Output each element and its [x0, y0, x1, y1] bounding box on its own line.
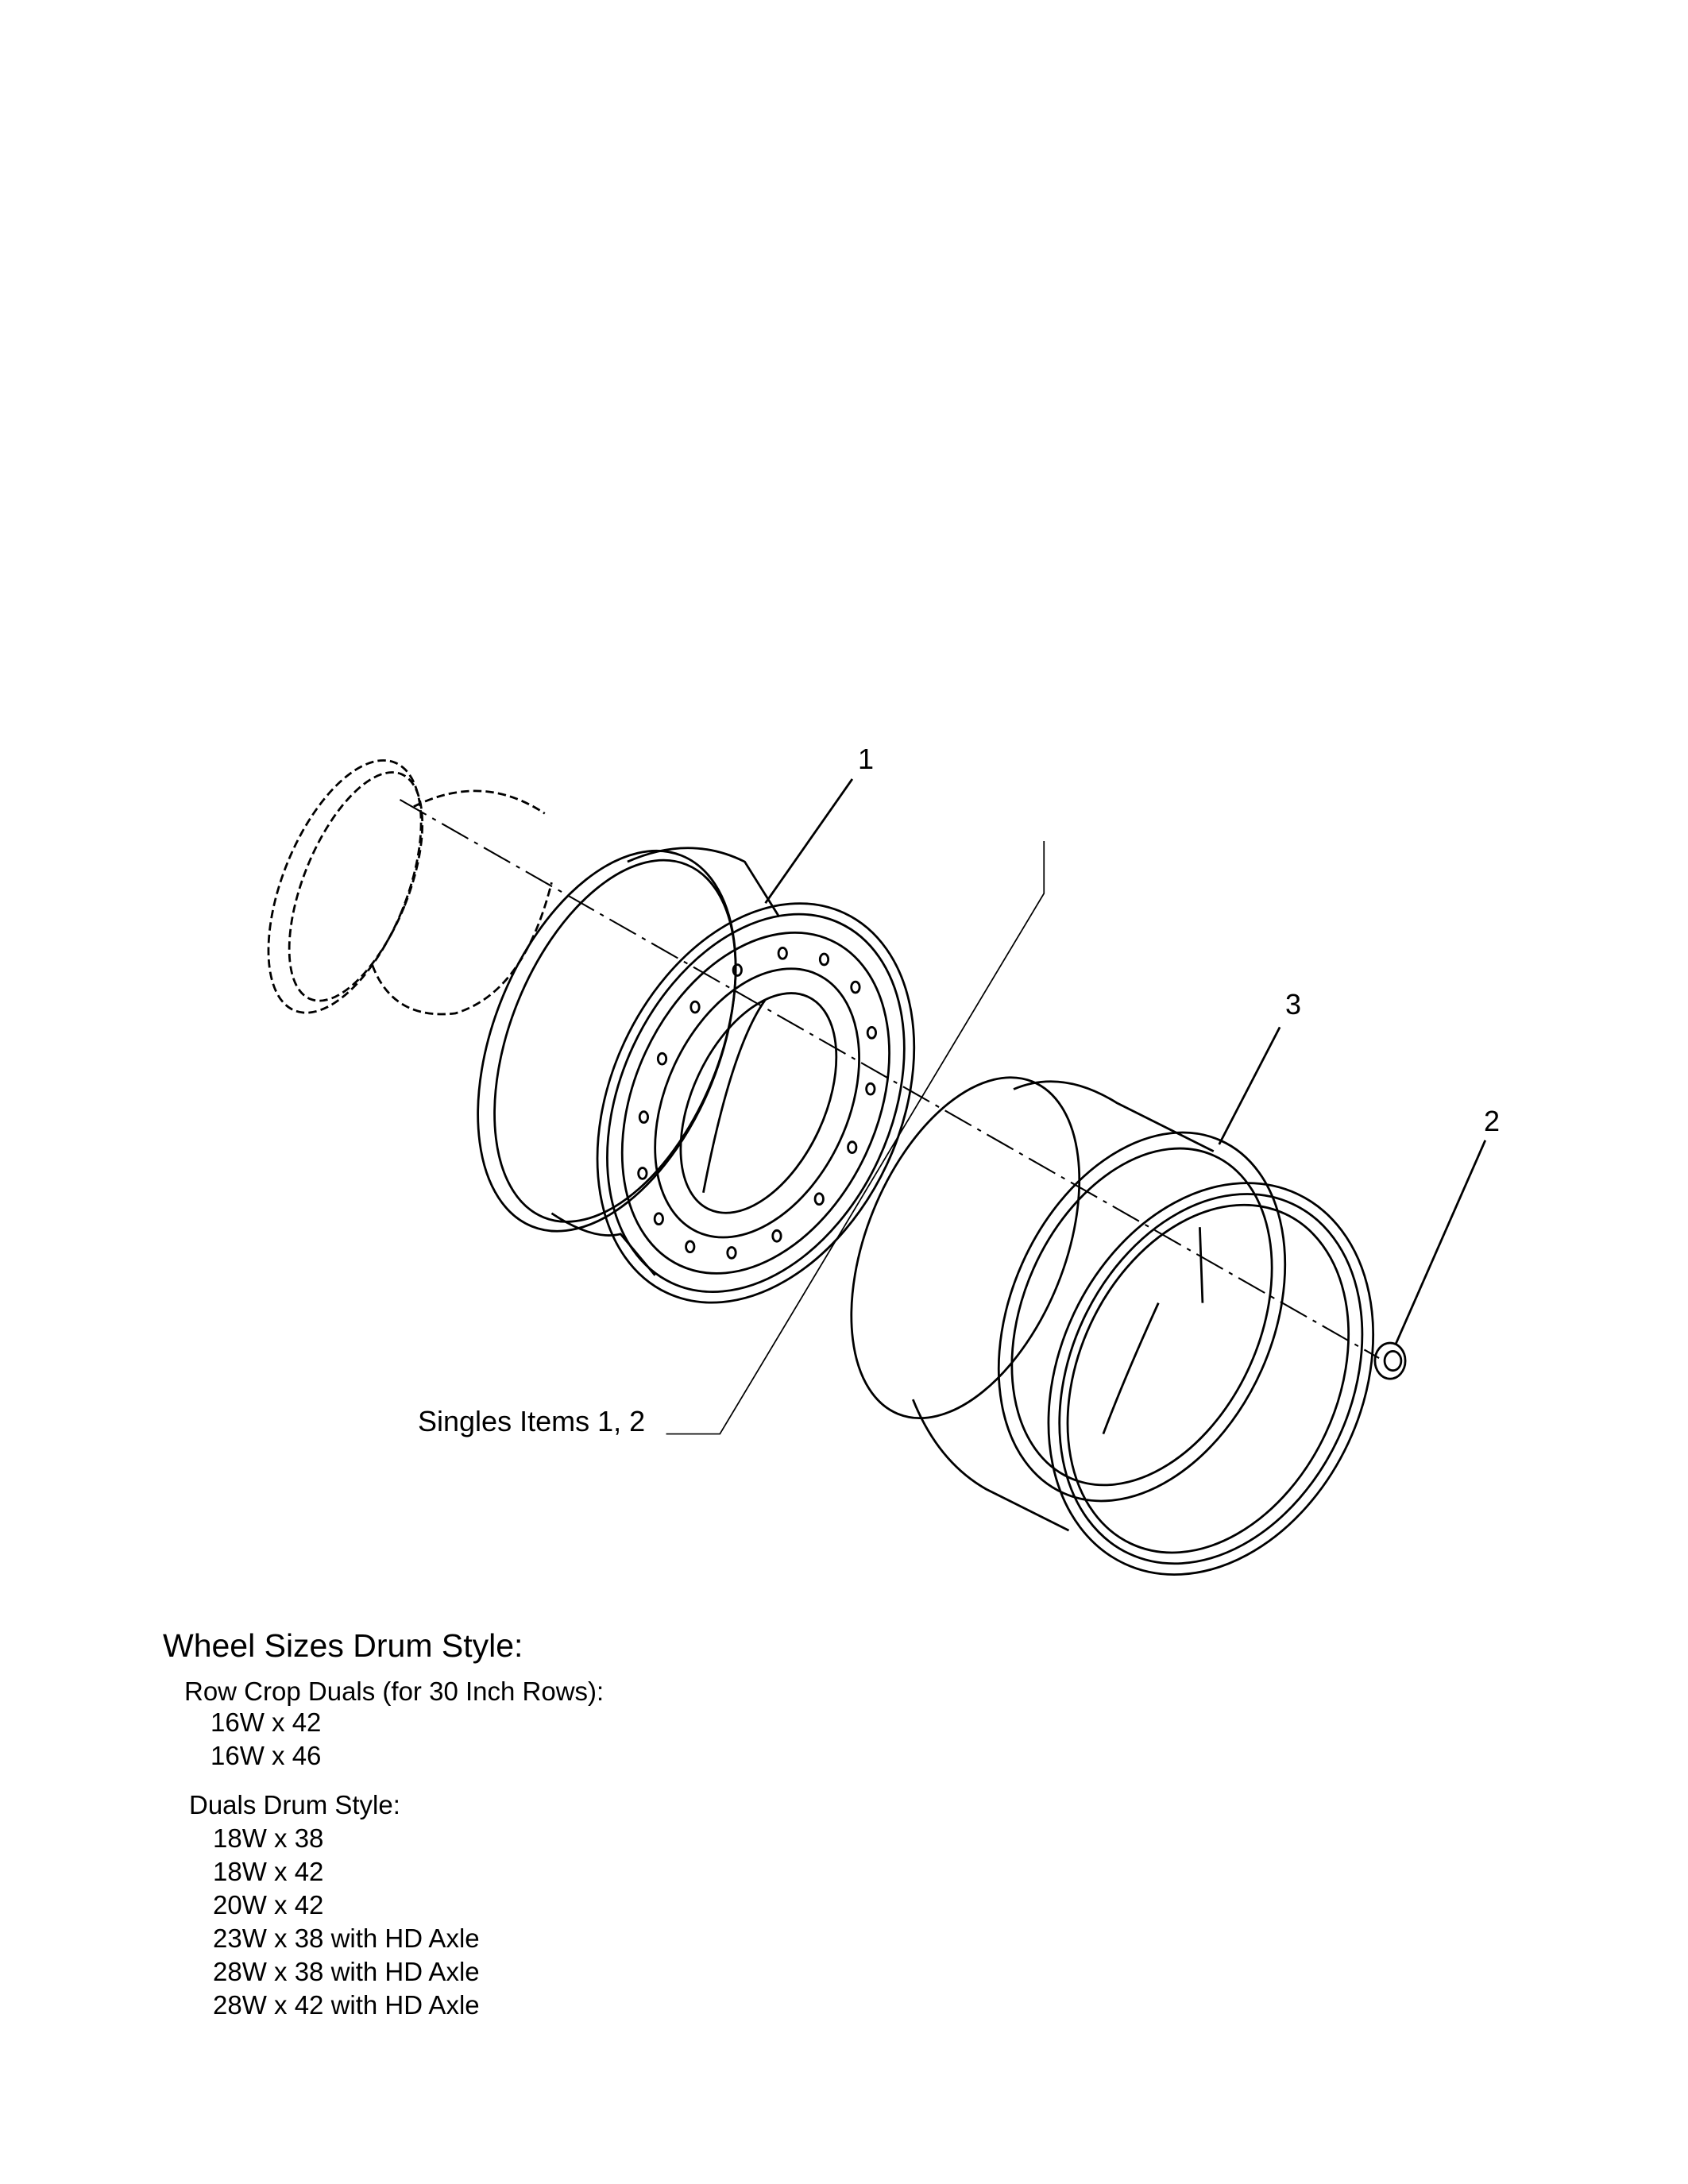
bolt-hole [637, 1167, 648, 1180]
duals-heading: Duals Drum Style: [189, 1790, 400, 1819]
bolt-hole [818, 952, 830, 967]
bolt-holes [637, 947, 877, 1260]
bolt-hole [847, 1140, 858, 1154]
callout-2: 2 [1484, 1105, 1501, 1137]
list-item: 16W x 46 [211, 1741, 322, 1770]
notes-title: Wheel Sizes Drum Style: [163, 1627, 523, 1664]
bolt-hole [777, 947, 788, 960]
bolt-hole [813, 1192, 825, 1206]
list-item: 28W x 42 with HD Axle [213, 1990, 480, 2020]
lug-nut [1373, 1341, 1407, 1380]
leader-2 [1394, 1140, 1487, 1345]
list-item: 20W x 42 [213, 1890, 324, 1920]
wheel-1-rim [477, 847, 916, 1304]
bolt-hole [865, 1082, 876, 1096]
bolt-hole [732, 963, 743, 977]
bolt-hole [866, 1026, 877, 1040]
list-item: 18W x 42 [213, 1857, 324, 1886]
bolt-hole [850, 980, 861, 994]
leader-1 [764, 778, 854, 904]
bolt-hole [726, 1246, 737, 1260]
bolt-hole [689, 1000, 701, 1014]
bolt-hole [685, 1240, 696, 1254]
bolt-hole [771, 1229, 782, 1243]
list-item: 18W x 38 [213, 1823, 324, 1853]
singles-label: Singles Items 1, 2 [418, 1405, 646, 1437]
row-crop-heading: Row Crop Duals (for 30 Inch Rows): [184, 1677, 605, 1706]
center-axis [399, 799, 1380, 1359]
bolt-hole [656, 1051, 668, 1066]
list-item: 16W x 42 [211, 1707, 322, 1737]
list-item: 28W x 38 with HD Axle [213, 1957, 480, 1986]
list-item: 23W x 38 with HD Axle [213, 1924, 480, 1953]
bolt-hole [638, 1110, 650, 1124]
callout-3: 3 [1285, 988, 1302, 1021]
bolt-hole [653, 1212, 664, 1226]
leader-singles [666, 841, 1045, 1435]
callout-1: 1 [858, 743, 875, 775]
hub-phantom [267, 759, 553, 1016]
leader-3 [1218, 1026, 1281, 1145]
